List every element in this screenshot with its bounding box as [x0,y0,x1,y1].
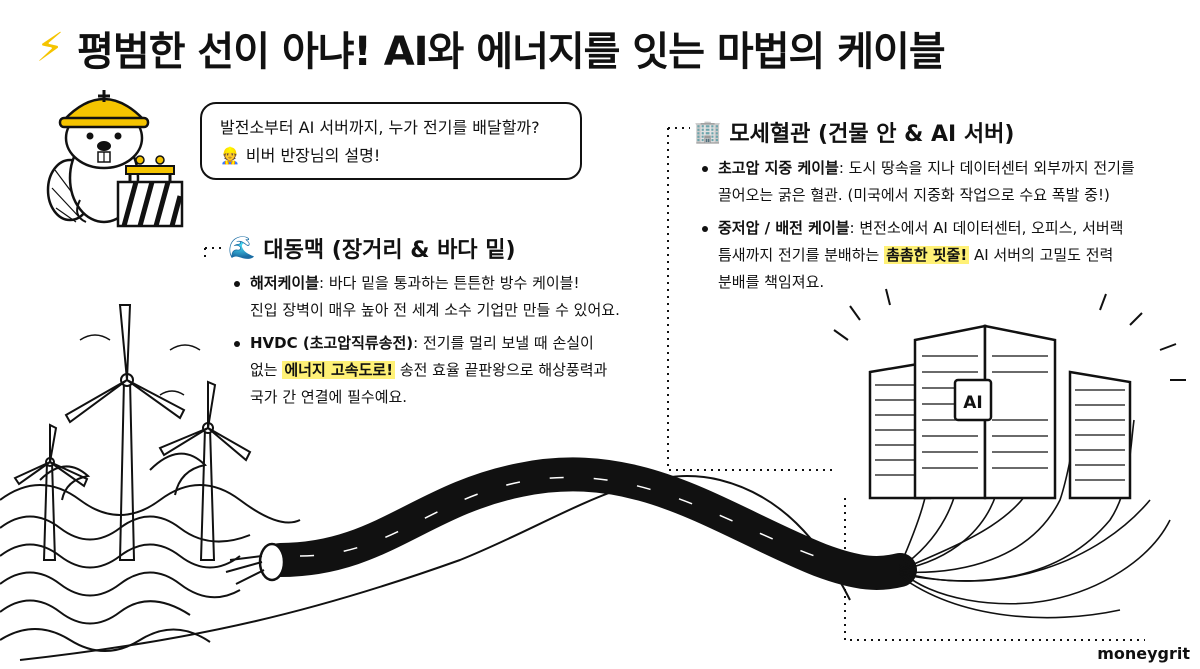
item-text: AI 서버의 고밀도 전력 [969,246,1114,264]
dotted-connectors [204,127,1145,641]
capillary-list: 초고압 지중 케이블: 도시 땅속을 지나 데이터센터 외부까지 전기를 끌어오… [700,155,1170,302]
section-title-capillary-text: 모세혈관 (건물 안 & AI 서버) [729,122,1015,147]
item-text: : 도시 땅속을 지나 데이터센터 외부까지 전기를 [838,159,1135,177]
speech-line-1: 발전소부터 AI 서버까지, 누가 전기를 배달할까? [220,118,540,137]
building-icon: 🏢 [694,119,722,145]
lightning-bolt-icon: ⚡ [36,25,64,71]
item-text: 진입 장벽이 매우 높아 전 세계 소수 기업만 만들 수 있어요. [250,301,620,319]
main-cable [225,457,917,590]
item-text: : 전기를 멀리 보낼 때 손실이 [413,334,594,352]
term-distribution-cable: 중저압 / 배전 케이블 [718,219,850,237]
wind-turbine-icon [64,304,186,561]
worker-icon: 👷 [220,146,240,165]
term-submarine-cable: 해저케이블 [250,274,320,292]
list-item: HVDC (초고압직류송전): 전기를 멀리 보낼 때 손실이 없는 에너지 고… [232,330,652,411]
server-rack-icon [913,324,1057,500]
list-item: 해저케이블: 바다 밑을 통과하는 튼튼한 방수 케이블! 진입 장벽이 매우 … [232,270,652,324]
item-text: 없는 [250,361,283,379]
item-text: 국가 간 연결에 필수예요. [250,388,408,406]
ocean-waves [0,452,851,661]
speech-bubble: 발전소부터 AI 서버까지, 누가 전기를 배달할까? 👷 비버 반장님의 설명! [200,102,582,180]
item-text: 분배를 책임져요. [718,273,825,291]
glow-lines [833,288,1186,381]
wind-turbine-icon [13,423,89,561]
server-rack-icon [1068,370,1132,500]
page-title-text: 평범한 선이 아냐! AI와 에너지를 잇는 마법의 케이블 [77,29,946,75]
brand-watermark: moneygrit [1097,644,1190,663]
item-text: 끌어오는 굵은 혈관. (미국에서 지중화 작업으로 수요 폭발 중!) [718,186,1110,204]
item-text: 틈새까지 전기를 분배하는 [718,246,885,264]
section-title-capillary: 🏢 모세혈관 (건물 안 & AI 서버) [694,116,1014,148]
highlight-energy-highway: 에너지 고속도로! [282,361,396,379]
highlight-dense-vessels: 촘촘한 핏줄! [884,246,970,264]
speech-line-2: 👷 비버 반장님의 설명! [220,142,562,170]
list-item: 초고압 지중 케이블: 도시 땅속을 지나 데이터센터 외부까지 전기를 끌어오… [700,155,1170,209]
section-title-artery: 🌊 대동맥 (장거리 & 바다 밑) [228,232,516,264]
artery-list: 해저케이블: 바다 밑을 통과하는 튼튼한 방수 케이블! 진입 장벽이 매우 … [232,270,652,417]
page-title: ⚡ 평범한 선이 아냐! AI와 에너지를 잇는 마법의 케이블 [36,18,1176,78]
speech-line-2-text: 비버 반장님의 설명! [245,146,381,165]
section-title-artery-text: 대동맥 (장거리 & 바다 밑) [263,238,516,263]
item-text: : 변전소에서 AI 데이터센터, 오피스, 서버랙 [849,219,1124,237]
wind-lines [79,334,201,396]
item-text: 송전 효율 끝판왕으로 해상풍력과 [395,361,608,379]
wave-icon: 🌊 [228,235,256,261]
term-underground-cable: 초고압 지중 케이블 [718,159,839,177]
ai-chip-label: AI [963,393,982,413]
term-hvdc: HVDC (초고압직류송전) [250,334,414,352]
item-text: : 바다 밑을 통과하는 튼튼한 방수 케이블! [319,274,580,292]
list-item: 중저압 / 배전 케이블: 변전소에서 AI 데이터센터, 오피스, 서버랙 틈… [700,215,1170,296]
wind-turbine-icon [158,380,252,561]
barricade-icon [116,155,184,228]
